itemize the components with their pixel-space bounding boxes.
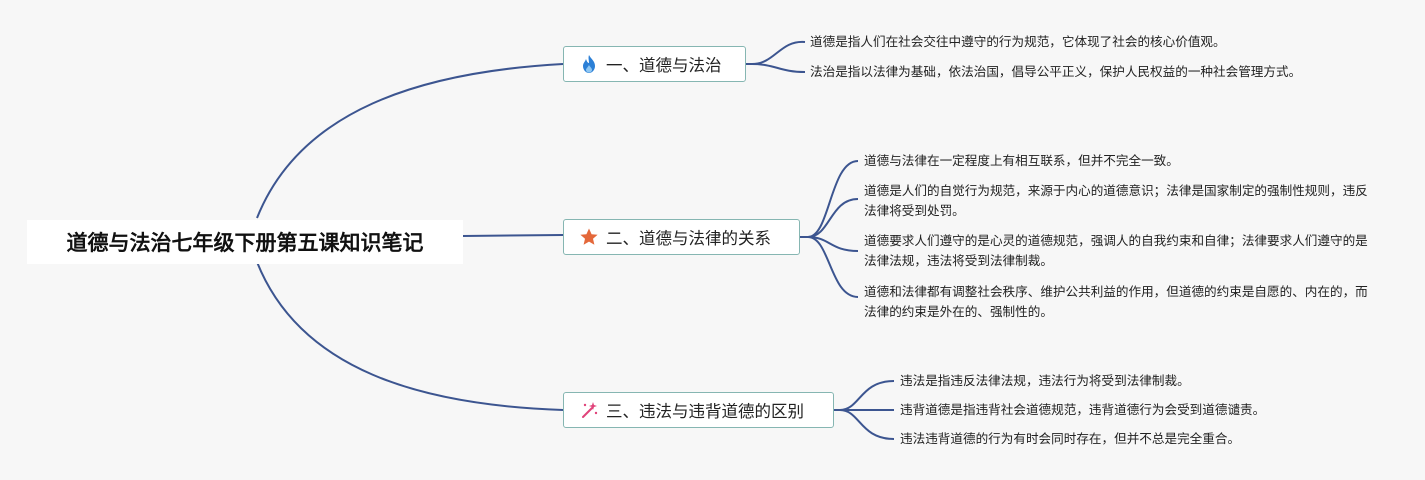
leaf-2-1[interactable]: 道德与法律在一定程度上有相互联系，但并不完全一致。	[864, 153, 1179, 168]
connector-root-branch-1	[256, 63, 564, 219]
branch-label: 一、道德与法治	[606, 56, 722, 75]
leaf-1-1[interactable]: 道德是指人们在社会交往中遵守的行为规范，它体现了社会的核心价值观。	[810, 34, 1226, 49]
sparkle-wand-icon	[578, 399, 600, 421]
connector-branch-1-leaf-2	[751, 63, 806, 73]
leaf-2-3[interactable]: 道德要求人们遵守的是心灵的道德规范，强调人的自我约束和自律；法律要求人们遵守的是…	[864, 233, 1368, 268]
leaf-3-1[interactable]: 违法是指违反法律法规，违法行为将受到法律制裁。	[900, 373, 1190, 388]
branch-label: 三、违法与违背道德的区别	[606, 402, 804, 421]
leaf-1-2[interactable]: 法治是指以法律为基础，依法治国，倡导公平正义，保护人民权益的一种社会管理方式。	[810, 64, 1302, 79]
connector-branch-2-leaf-2	[807, 198, 859, 238]
connector-branch-3-leaf-3	[839, 409, 895, 440]
fire-icon	[578, 53, 600, 75]
leaf-3-2[interactable]: 违背道德是指违背社会道德规范，违背道德行为会受到道德谴责。	[900, 402, 1266, 417]
leaf-2-4[interactable]: 道德和法律都有调整社会秩序、维护公共利益的作用，但道德的约束是自愿的、内在的，而…	[864, 284, 1368, 319]
branch-label: 二、道德与法律的关系	[606, 229, 771, 248]
connector-root-branch-3	[256, 261, 564, 411]
leaf-2-2[interactable]: 道德是人们的自觉行为规范，来源于内心的道德意识；法律是国家制定的强制性规则，违反…	[864, 183, 1368, 218]
root-topic[interactable]: 道德与法治七年级下册第五课知识笔记	[27, 220, 463, 264]
star-icon	[578, 226, 600, 248]
connector-branch-2-leaf-4	[807, 236, 859, 298]
connector-root-branch-2	[462, 234, 564, 237]
branch-topic-2[interactable]: 二、道德与法律的关系	[563, 219, 800, 255]
connector-branch-1-leaf-1	[746, 40, 806, 65]
branch-topic-3[interactable]: 三、违法与违背道德的区别	[563, 392, 834, 428]
connector-branch-3-leaf-1	[834, 380, 895, 411]
leaf-3-3[interactable]: 违法违背道德的行为有时会同时存在，但并不总是完全重合。	[900, 431, 1241, 446]
root-title: 道德与法治七年级下册第五课知识笔记	[66, 231, 424, 255]
branch-topic-1[interactable]: 一、道德与法治	[563, 46, 746, 82]
connector-branch-2-leaf-1	[800, 160, 859, 238]
